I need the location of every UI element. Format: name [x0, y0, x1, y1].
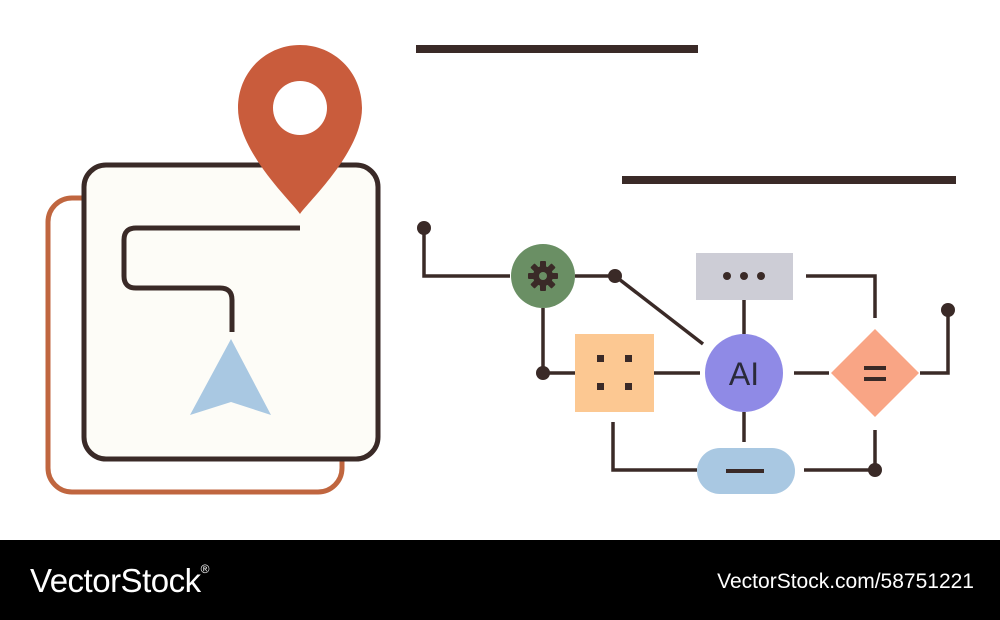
image-id: VectorStock.com/58751221: [717, 570, 974, 593]
connector-endpoints: [417, 221, 955, 477]
watermark-footer: VectorStock® VectorStock.com/58751221: [0, 540, 1000, 620]
gear-node: [511, 244, 575, 308]
ai-node-label: AI: [729, 356, 759, 392]
map-pin-icon: [238, 45, 362, 214]
decision-diamond: [831, 329, 919, 417]
process-box: [575, 334, 654, 412]
navigation-arrow-icon: [190, 339, 271, 415]
brand-logo: VectorStock®: [30, 562, 209, 599]
dots-box: [696, 253, 793, 300]
minus-pill: [697, 448, 795, 494]
route-path: [121, 225, 300, 332]
ai-node: AI: [705, 334, 783, 412]
gear-icon: [528, 261, 558, 291]
illustration: AI: [45, 45, 956, 495]
